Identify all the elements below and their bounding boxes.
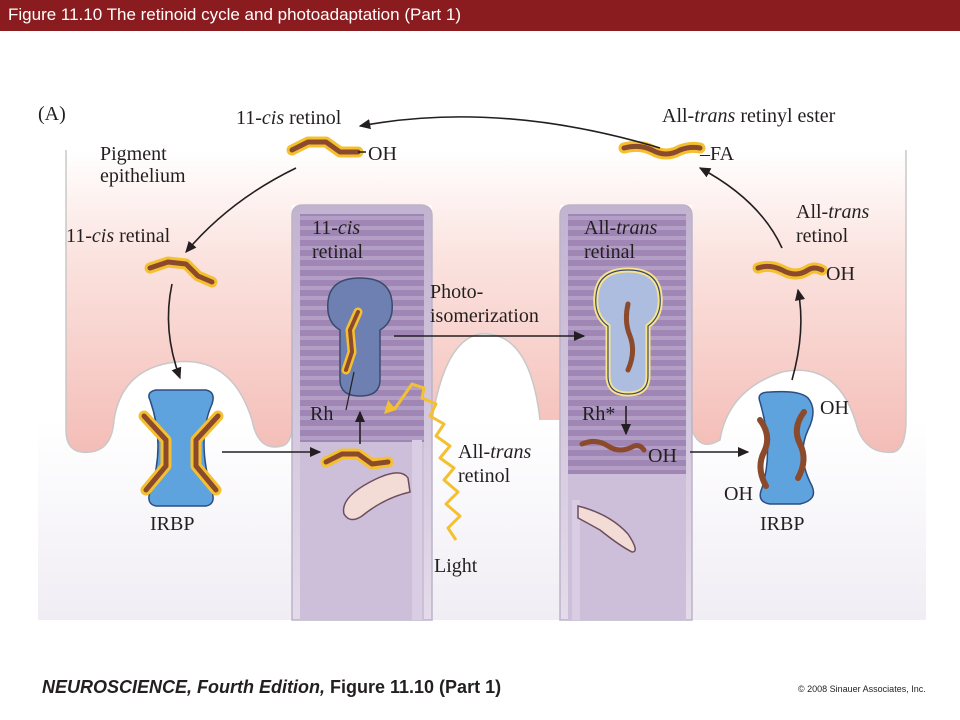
left-membrane-fold <box>342 472 411 521</box>
arrows <box>167 116 806 458</box>
label-cis-retinol: 11-cis retinol <box>236 107 342 129</box>
left-cilium <box>412 440 422 620</box>
irbp-left-retinoids <box>138 410 224 496</box>
cis-retinol-molecule <box>286 136 366 158</box>
label-oh-right: OH <box>826 263 855 285</box>
irbp-right-retinoids <box>757 409 807 489</box>
right-membrane-fold <box>572 500 580 620</box>
label-epithelium: epithelium <box>100 165 186 187</box>
cis-retinal-molecule <box>144 256 218 288</box>
footer-citation: NEUROSCIENCE, Fourth Edition, Figure 11.… <box>42 677 502 697</box>
label-oh-mid: OH <box>648 445 677 467</box>
label-oh-irbp-bottom: OH <box>724 483 753 505</box>
label-rod-right-1: All-trans <box>584 217 658 239</box>
panel-label: (A) <box>38 103 66 125</box>
label-rh: Rh <box>310 403 333 425</box>
trans-retinal-rh <box>623 301 636 373</box>
label-right-retinol-1: All-trans <box>796 201 870 223</box>
label-rod-right-2: retinal <box>584 241 636 263</box>
retinyl-ester-molecule <box>618 140 706 160</box>
label-rod-left-1: 11-cis <box>312 217 360 239</box>
cis-retinal-released <box>320 448 394 470</box>
irbp-left <box>148 389 214 507</box>
right-membrane-curl <box>577 505 636 553</box>
label-irbp-right: IRBP <box>760 513 804 535</box>
label-right-retinol-2: retinol <box>796 225 849 247</box>
label-rh-star: Rh* <box>582 403 615 425</box>
label-light: Light <box>434 555 478 577</box>
label-cis-retinal: 11-cis retinal <box>66 225 171 247</box>
label-oh-irbp-top: OH <box>820 397 849 419</box>
label-mid-retinol-1: All-trans <box>458 441 532 463</box>
title-bar: Figure 11.10 The retinoid cycle and phot… <box>0 0 960 31</box>
label-rod-left-2: retinal <box>312 241 364 263</box>
pigment-epithelium <box>66 150 906 453</box>
trans-retinol-released <box>579 438 647 453</box>
label-mid-retinol-2: retinol <box>458 465 511 487</box>
label-fa: –FA <box>699 143 735 165</box>
light-wave <box>392 382 462 541</box>
page-title: Figure 11.10 The retinoid cycle and phot… <box>8 5 461 24</box>
trans-retinol-molecule-right <box>752 260 828 280</box>
epithelium-outline <box>65 150 907 454</box>
label-pigment: Pigment <box>100 143 167 165</box>
label-isomerization: isomerization <box>430 305 539 327</box>
label-retinyl-ester: All-trans retinyl ester <box>662 105 836 127</box>
label-photo: Photo- <box>430 281 483 303</box>
label-oh-top: OH <box>368 143 397 165</box>
label-irbp-left: IRBP <box>150 513 194 535</box>
footer-copyright: © 2008 Sinauer Associates, Inc. <box>798 684 926 694</box>
